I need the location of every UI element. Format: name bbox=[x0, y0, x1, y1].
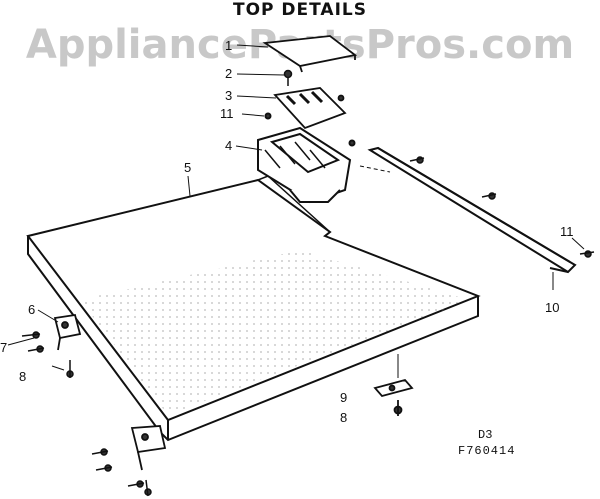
callout-labels: 1 2 3 11 4 5 11 10 6 7 8 9 8 bbox=[0, 38, 574, 425]
part-1-cap bbox=[262, 35, 358, 73]
callout-1: 1 bbox=[225, 38, 232, 53]
part-3-bracket bbox=[273, 87, 347, 130]
callout-6: 6 bbox=[28, 302, 35, 317]
bracket-screws-bottom bbox=[91, 448, 152, 497]
rail-screws bbox=[409, 156, 595, 258]
part-2-screw bbox=[283, 69, 293, 86]
part-4-housing bbox=[257, 112, 356, 204]
callout-10: 10 bbox=[545, 300, 559, 315]
figure-number: F760414 bbox=[458, 444, 516, 458]
callout-4: 4 bbox=[225, 138, 232, 153]
part-6-bracket bbox=[53, 313, 82, 351]
bracket-screws-left bbox=[21, 331, 74, 378]
callout-8-bottom: 8 bbox=[340, 410, 347, 425]
callout-2: 2 bbox=[225, 66, 232, 81]
corner-bracket-bottom bbox=[130, 425, 167, 471]
part-10-rail bbox=[359, 146, 577, 274]
table-front-edge bbox=[27, 236, 479, 442]
callout-11-right: 11 bbox=[560, 224, 574, 239]
diagram-title: TOP DETAILS bbox=[233, 0, 367, 20]
part-9-clip bbox=[373, 354, 414, 416]
table-top bbox=[26, 175, 481, 442]
callout-7: 7 bbox=[0, 340, 7, 355]
code-d3: D3 bbox=[478, 428, 493, 442]
callout-11-top: 11 bbox=[220, 106, 234, 121]
callout-9: 9 bbox=[340, 390, 347, 405]
callout-3: 3 bbox=[225, 88, 232, 103]
callout-5: 5 bbox=[184, 160, 191, 175]
leader-lines bbox=[7, 44, 585, 371]
callout-8-left: 8 bbox=[19, 369, 26, 384]
